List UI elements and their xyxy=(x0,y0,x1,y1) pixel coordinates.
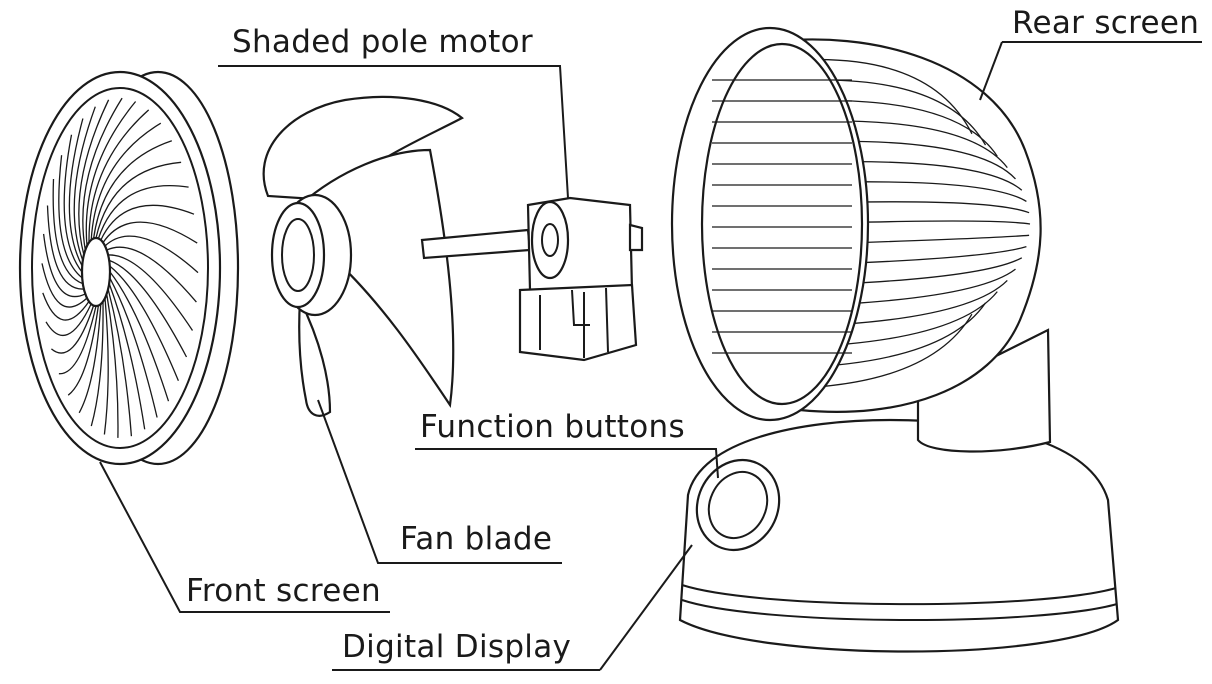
leader-lines xyxy=(99,41,1202,671)
label-fan-blade: Fan blade xyxy=(400,521,553,557)
fan-body-part xyxy=(670,26,1120,653)
label-shaded-pole-motor: Shaded pole motor xyxy=(232,24,533,60)
label-front-screen: Front screen xyxy=(186,573,381,609)
label-rear-screen: Rear screen xyxy=(1012,5,1200,41)
label-function-buttons: Function buttons xyxy=(420,409,685,445)
shaded-pole-motor-part xyxy=(420,196,644,362)
fan-blade-part xyxy=(262,95,464,417)
label-digital-display: Digital Display xyxy=(342,629,572,665)
front-screen-part xyxy=(18,70,240,466)
